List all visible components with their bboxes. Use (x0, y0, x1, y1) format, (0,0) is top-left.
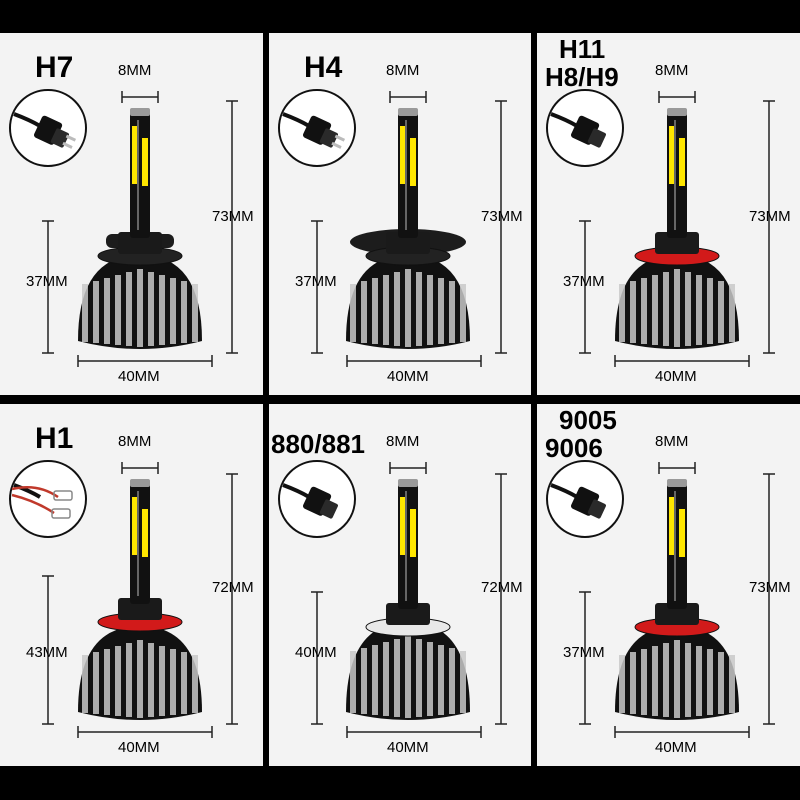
model-title: H4 (304, 51, 343, 84)
width-label: 8MM (386, 433, 420, 450)
base-label: 40MM (295, 644, 337, 661)
base-label: 37MM (563, 644, 605, 661)
length-dimension-line (226, 473, 238, 725)
base-label: 43MM (26, 644, 68, 661)
bulb-illustration (346, 108, 470, 349)
h7-plug-icon (9, 89, 87, 167)
bulb-illustration (615, 479, 739, 720)
model-title-line-2: H8/H9 (545, 62, 619, 92)
bulb-panel: 880/881 8MM 72MM 40MM 40MM (269, 404, 531, 766)
length-dimension-line (495, 100, 507, 354)
base-dimension-line (579, 591, 591, 725)
width-label: 8MM (655, 62, 689, 79)
model-title-line-2: 9006 (545, 433, 603, 463)
880-plug-icon (278, 460, 356, 538)
diameter-label: 40MM (118, 739, 160, 756)
diameter-dimension-line (614, 726, 750, 738)
h4-plug-icon (278, 89, 356, 167)
model-title: H1 (35, 422, 74, 455)
h11-plug-icon (546, 89, 624, 167)
base-label: 37MM (295, 273, 337, 290)
model-title-line-1: H11 (559, 34, 606, 64)
bulb-illustration (78, 479, 202, 720)
base-dimension-line (311, 220, 323, 354)
width-dimension-line (121, 462, 159, 474)
width-dimension-line (389, 91, 427, 103)
9005-plug-icon (546, 460, 624, 538)
width-label: 8MM (386, 62, 420, 79)
length-label: 72MM (212, 579, 254, 596)
diameter-dimension-line (346, 726, 482, 738)
model-title-line-1: 9005 (559, 405, 617, 435)
model-title: 880/881 (271, 429, 365, 459)
diameter-label: 40MM (655, 368, 697, 385)
width-dimension-line (658, 462, 696, 474)
width-label: 8MM (118, 62, 152, 79)
base-dimension-line (579, 220, 591, 354)
length-label: 73MM (749, 579, 791, 596)
diameter-label: 40MM (387, 739, 429, 756)
length-dimension-line (495, 473, 507, 725)
model-title: H7 (35, 51, 74, 84)
width-label: 8MM (655, 433, 689, 450)
diameter-label: 40MM (387, 368, 429, 385)
width-label: 8MM (118, 433, 152, 450)
base-label: 37MM (26, 273, 68, 290)
bulb-panel: H1 8MM 72MM 43MM 40MM (0, 404, 263, 766)
width-dimension-line (389, 462, 427, 474)
bulb-panel: H7 8MM 73MM 37MM 40MM (0, 33, 263, 395)
length-dimension-line (763, 100, 775, 354)
length-label: 73MM (481, 208, 523, 225)
bulb-illustration (346, 479, 470, 720)
bulb-panel: H4 8MM 73MM 37MM 40MM (269, 33, 531, 395)
length-label: 72MM (481, 579, 523, 596)
diameter-dimension-line (77, 355, 213, 367)
base-dimension-line (42, 220, 54, 354)
length-label: 73MM (212, 208, 254, 225)
width-dimension-line (121, 91, 159, 103)
base-label: 37MM (563, 273, 605, 290)
width-dimension-line (658, 91, 696, 103)
diameter-dimension-line (346, 355, 482, 367)
length-dimension-line (226, 100, 238, 354)
bulb-illustration (615, 108, 739, 349)
diameter-dimension-line (77, 726, 213, 738)
h1-wire-icon (9, 460, 87, 538)
diameter-label: 40MM (655, 739, 697, 756)
length-label: 73MM (749, 208, 791, 225)
bulb-illustration (78, 108, 202, 349)
base-dimension-line (311, 591, 323, 725)
length-dimension-line (763, 473, 775, 725)
base-dimension-line (42, 575, 54, 725)
diameter-label: 40MM (118, 368, 160, 385)
diameter-dimension-line (614, 355, 750, 367)
